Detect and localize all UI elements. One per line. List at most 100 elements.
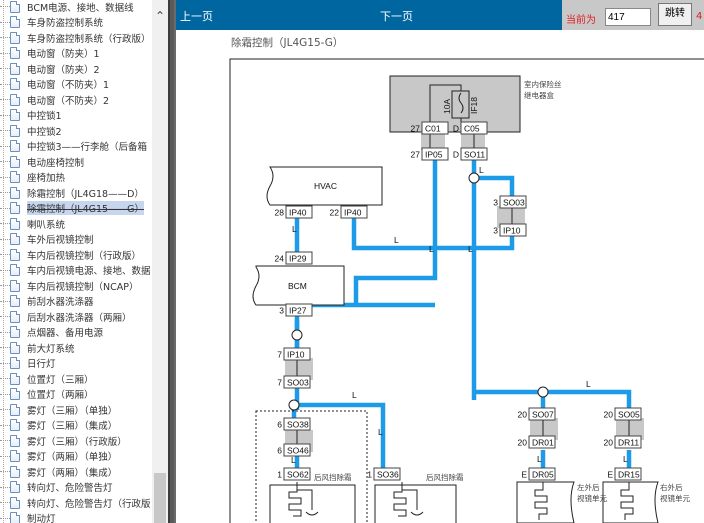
tree-connector <box>0 393 10 395</box>
sidebar-tree-item[interactable]: 后刮水器洗涤器（两厢） <box>0 309 155 325</box>
sidebar-tree-item[interactable]: 前大灯系统 <box>0 340 155 356</box>
document-icon <box>10 78 20 91</box>
sidebar-tree-item[interactable]: 日行灯 <box>0 356 155 372</box>
document-icon <box>10 248 20 261</box>
splice-point <box>288 399 300 411</box>
sidebar-item-label: 中控锁2 <box>27 126 62 138</box>
document-icon <box>10 155 20 168</box>
document-icon <box>10 202 20 215</box>
connector-box <box>283 417 311 431</box>
sidebar-tree-item[interactable]: 中控锁1 <box>0 108 155 124</box>
connector-box <box>528 407 556 421</box>
connector-pin: 20 <box>518 438 528 448</box>
sidebar-item-label: 雾灯（两厢）（集成） <box>27 467 118 479</box>
sidebar-tree-item[interactable]: 制动灯 <box>0 511 155 523</box>
heater-element-icon <box>620 482 634 520</box>
document-icon <box>10 434 20 447</box>
sidebar-tree-item[interactable]: 雾灯（两厢）（单独） <box>0 449 155 465</box>
tree-connector <box>0 52 10 54</box>
tree-connector <box>0 471 10 473</box>
sidebar-tree-item[interactable]: 位置灯（两厢） <box>0 387 155 403</box>
heater-element-icon <box>288 482 302 517</box>
sidebar-tree-item[interactable]: 车内后视镜电源、接地、数据 <box>0 263 155 279</box>
sidebar-tree-item[interactable]: BCM电源、接地、数据线 <box>0 0 155 15</box>
connector-box <box>283 443 311 457</box>
tree-connector <box>0 83 10 85</box>
sidebar-tree-item[interactable]: 车内后视镜控制（行政版） <box>0 247 155 263</box>
prev-page-link[interactable]: 上一页 <box>180 10 213 23</box>
document-icon <box>10 264 20 277</box>
tree-connector <box>0 517 10 519</box>
tree-connector <box>0 130 10 132</box>
document-icon <box>10 481 20 494</box>
connector-pin: 27 <box>411 124 421 134</box>
connector-pair-bg <box>285 132 644 452</box>
scroll-thumb[interactable] <box>154 473 166 523</box>
document-icon <box>10 512 20 523</box>
sidebar-item-label: 雾灯（三厢）（集成） <box>27 421 118 433</box>
sidebar-tree-item[interactable]: 中控锁3——行李舱（后备箱 <box>0 139 155 155</box>
sidebar-tree-item[interactable]: 车身防盗控制系统（行政版） <box>0 30 155 46</box>
sidebar-scrollbar[interactable]: ⌃ <box>152 0 168 523</box>
jump-button[interactable]: 跳转 <box>658 3 692 26</box>
document-icon <box>10 450 20 463</box>
sidebar-tree-item[interactable]: 雾灯（三厢）（单独） <box>0 402 155 418</box>
connector-pin: 24 <box>275 254 285 264</box>
optional-group-outline <box>255 410 368 523</box>
document-icon <box>10 372 20 385</box>
connector-pin: 28 <box>275 208 285 218</box>
sidebar-tree-item[interactable]: 电动窗（不防夹）2 <box>0 92 155 108</box>
connector-id: DR15 <box>618 470 640 480</box>
connector-box <box>528 467 556 481</box>
tree-connector <box>0 440 10 442</box>
sidebar-tree-item[interactable]: 点烟器、备用电源 <box>0 325 155 341</box>
next-page-link[interactable]: 下一页 <box>380 10 413 23</box>
sidebar-tree-item[interactable]: 车身防盗控制系统 <box>0 15 155 31</box>
sidebar-tree-item[interactable]: 前刮水器洗涤器 <box>0 294 155 310</box>
connector-id: IP40 <box>289 208 307 218</box>
sidebar-tree-item[interactable]: 电动座椅控制 <box>0 154 155 170</box>
tree-connector <box>0 6 10 8</box>
sidebar-tree-item[interactable]: 喇叭系统 <box>0 216 155 232</box>
sidebar-tree-item[interactable]: 电动窗（不防夹）1 <box>0 77 155 93</box>
connector-id: SO07 <box>532 410 554 420</box>
sidebar-tree-item[interactable]: 转向灯、危险警告灯 <box>0 480 155 496</box>
sidebar-tree-item[interactable]: 雾灯（两厢）（集成） <box>0 464 155 480</box>
tree-connector <box>0 347 10 349</box>
sidebar-tree-item[interactable]: 车外后视镜控制 <box>0 232 155 248</box>
document-icon <box>10 124 20 137</box>
sidebar-tree-item[interactable]: 电动窗（防夹）1 <box>0 46 155 62</box>
fuse-rating: 10A <box>442 99 452 114</box>
sidebar-item-label: 中控锁1 <box>27 111 62 123</box>
sidebar-tree-item[interactable]: 转向灯、危险警告灯（行政版 <box>0 495 155 511</box>
sidebar-tree-item[interactable]: 除霜控制（JL4G15——G） <box>0 201 155 217</box>
fuse-icon <box>451 90 470 119</box>
document-icon <box>10 31 20 44</box>
bcm-label: BCM <box>288 281 307 291</box>
connector-pin: 3 <box>279 306 284 316</box>
document-icon <box>10 341 20 354</box>
pane-splitter[interactable] <box>168 0 176 523</box>
tree-connector <box>0 161 10 163</box>
fuse-box-label: 室内保险丝 <box>524 79 562 89</box>
tree-connector <box>0 114 10 116</box>
sidebar-item-label: 位置灯（三厢） <box>27 374 94 386</box>
splice-point <box>291 329 303 341</box>
sidebar-tree-item[interactable]: 除霜控制（JL4G18——D） <box>0 185 155 201</box>
connector-id: IP40 <box>344 208 362 218</box>
scroll-up-icon[interactable]: ⌃ <box>154 9 166 23</box>
sidebar-tree-item[interactable]: 座椅加热 <box>0 170 155 186</box>
page-number-input[interactable] <box>605 8 651 26</box>
fuse-symbol <box>458 92 464 114</box>
sidebar-tree-item[interactable]: 中控锁2 <box>0 123 155 139</box>
sidebar-item-label: 座椅加热 <box>27 173 66 185</box>
sidebar-tree-item[interactable]: 雾灯（三厢）（行政版） <box>0 433 155 449</box>
connector-id: C05 <box>464 124 480 134</box>
wire-ip05-to-splice <box>353 160 438 305</box>
tree-connector <box>0 362 10 364</box>
sidebar-tree-item[interactable]: 位置灯（三厢） <box>0 371 155 387</box>
sidebar-tree-item[interactable]: 雾灯（三厢）（集成） <box>0 418 155 434</box>
sidebar-tree-item[interactable]: 车内后视镜控制（NCAP） <box>0 278 155 294</box>
tree-connector <box>0 455 10 457</box>
sidebar-tree-item[interactable]: 电动窗（防夹）2 <box>0 61 155 77</box>
